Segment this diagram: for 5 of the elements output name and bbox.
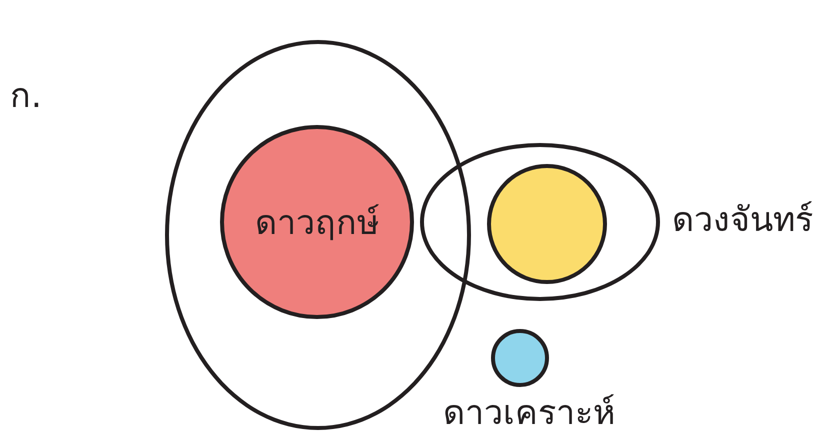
item-letter: ก. bbox=[10, 76, 42, 117]
node-label: ดาวฤกษ์ bbox=[255, 202, 379, 245]
text-label: ดวงจันทร์ bbox=[672, 200, 813, 241]
text-label: ดาวเคราะห์ bbox=[443, 393, 615, 434]
small-ellipse bbox=[420, 143, 660, 301]
